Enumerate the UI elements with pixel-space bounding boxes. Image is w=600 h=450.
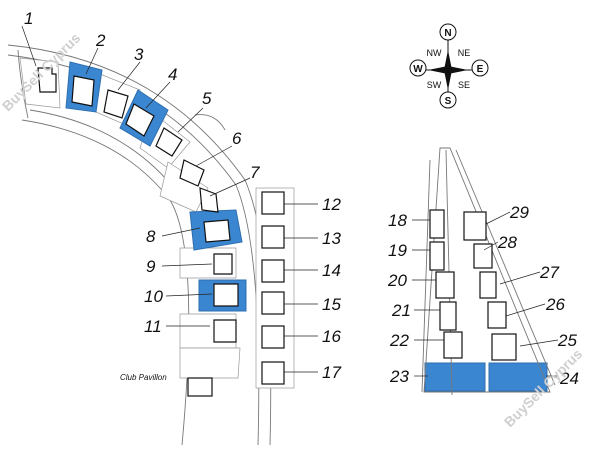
compass-se-label: SE <box>458 80 470 90</box>
plot-label[interactable]: 15 <box>322 295 341 314</box>
plot-label[interactable]: 4 <box>168 65 177 84</box>
plot-label[interactable]: 22 <box>389 331 409 350</box>
plot-label[interactable]: 20 <box>387 271 407 290</box>
leader-lines <box>21 25 559 377</box>
compass-ne-label: NE <box>458 48 471 58</box>
compass-w-label: W <box>413 64 423 75</box>
plot-label[interactable]: 17 <box>322 363 341 382</box>
plot-label[interactable]: 27 <box>539 263 559 282</box>
plot-label[interactable]: 8 <box>146 227 156 246</box>
plot-label[interactable]: 7 <box>250 163 260 182</box>
plot-label[interactable]: 13 <box>322 229 341 248</box>
club-pavillon-label: Club Pavillon <box>120 373 167 382</box>
plot-numbers: 1 2 3 4 5 6 7 8 9 10 11 12 13 14 15 16 1… <box>24 9 579 388</box>
compass-sw-label: SW <box>427 80 442 90</box>
plot-24-highlight[interactable] <box>488 362 548 392</box>
plot-label[interactable]: 23 <box>389 367 409 386</box>
plot-label[interactable]: 18 <box>388 211 407 230</box>
plot-label[interactable]: 29 <box>509 203 529 222</box>
compass-n-label: N <box>444 28 451 39</box>
compass-n-circle <box>439 23 457 41</box>
compass-nw-label: NW <box>427 48 442 58</box>
column-lots <box>255 187 295 389</box>
compass-rose: N S W E NW NE SW SE <box>409 23 489 109</box>
plot-label[interactable]: 9 <box>146 257 156 276</box>
curve-houses <box>37 67 239 397</box>
plot-label[interactable]: 12 <box>322 195 341 214</box>
plot-label[interactable]: 16 <box>322 327 341 346</box>
plot-23-highlight[interactable] <box>424 362 486 392</box>
compass-s-label: S <box>445 96 452 107</box>
compass-w-circle <box>409 59 427 77</box>
plot-label[interactable]: 14 <box>322 261 341 280</box>
plot-label[interactable]: 6 <box>232 129 242 148</box>
plot-label[interactable]: 25 <box>557 331 577 350</box>
plot-label[interactable]: 2 <box>95 31 106 50</box>
compass-s-circle <box>439 91 457 109</box>
plot-label[interactable]: 24 <box>559 369 579 388</box>
right-block <box>421 147 556 396</box>
plot-label[interactable]: 3 <box>134 45 144 64</box>
plot-label[interactable]: 21 <box>391 301 411 320</box>
compass-e-label: E <box>477 64 484 75</box>
plot-label[interactable]: 26 <box>545 295 565 314</box>
plot-label[interactable]: 10 <box>144 287 163 306</box>
plot-label[interactable]: 5 <box>202 89 212 108</box>
plot-label[interactable]: 11 <box>144 317 162 336</box>
plot-label[interactable]: 19 <box>388 241 407 260</box>
compass-e-circle <box>471 59 489 77</box>
plot-label[interactable]: 28 <box>497 233 517 252</box>
plot-label[interactable]: 1 <box>24 9 33 28</box>
